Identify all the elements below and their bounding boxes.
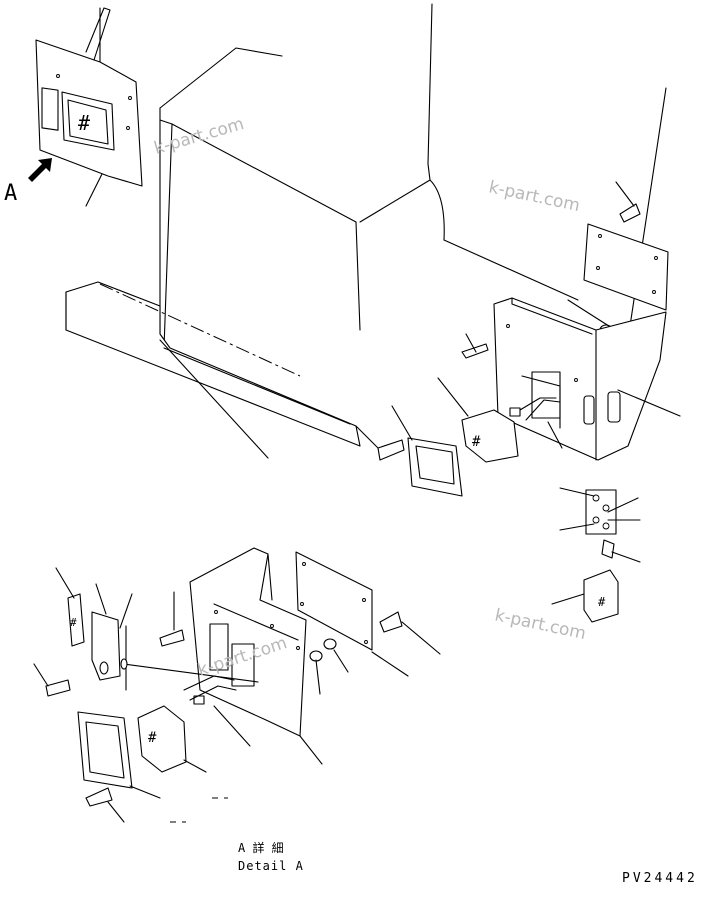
- lamp-symbol-icon: #: [472, 434, 481, 450]
- detail-caption-japanese: A 詳 細: [238, 840, 284, 855]
- detail-caption-english: Detail A: [238, 859, 304, 873]
- lamp-symbol-icon: #: [78, 111, 90, 135]
- right-lamp-bracket-assembly: # #: [355, 181, 681, 623]
- view-label: A: [4, 181, 17, 206]
- view-arrow-icon: [28, 158, 52, 182]
- watermark-text: k-part.com: [152, 114, 246, 159]
- lamp-symbol-icon: #: [148, 730, 157, 746]
- drawing-code: PV24442: [622, 871, 698, 886]
- lamp-symbol-icon: #: [598, 595, 606, 609]
- detail-a-assembly: # #: [33, 547, 441, 823]
- lamp-symbol-icon: #: [70, 616, 77, 629]
- watermark-text: k-part.com: [487, 177, 582, 216]
- watermark-text: k-part.com: [493, 605, 588, 644]
- machine-body: #: [35, 3, 667, 459]
